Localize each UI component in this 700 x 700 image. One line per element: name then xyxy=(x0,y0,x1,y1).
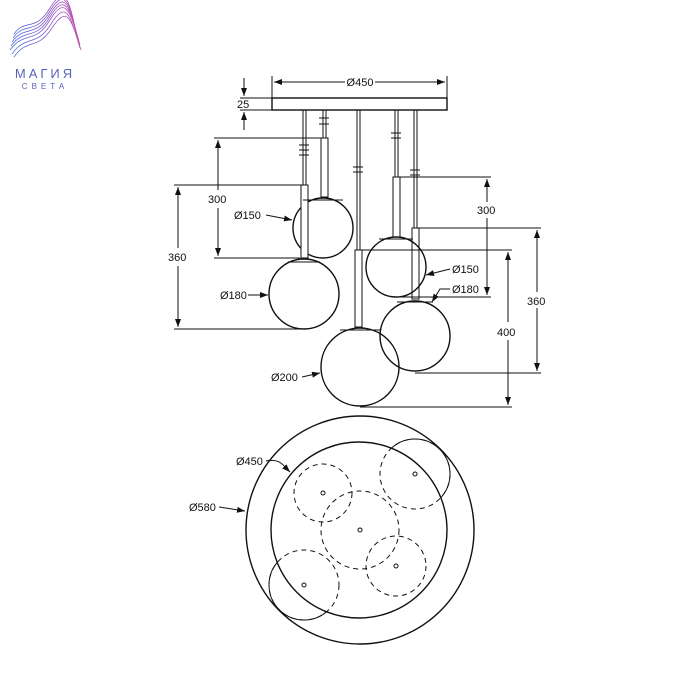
globe-label: Ø180 xyxy=(452,284,479,296)
side-view: Ø450 25 xyxy=(168,76,545,408)
globe-labels: Ø150 Ø180 Ø200 Ø150 Ø180 xyxy=(220,210,479,384)
top-view: Ø450 Ø580 xyxy=(189,415,475,645)
globe-projections xyxy=(268,438,451,621)
globe-label: Ø200 xyxy=(271,372,298,384)
left-small-drop-label: 300 xyxy=(208,194,226,206)
right-large-drop-label: 360 xyxy=(527,296,545,308)
globe-180-right xyxy=(379,300,451,372)
canopy-outline xyxy=(270,441,448,619)
globe-200-center xyxy=(320,327,400,407)
drop-dimensions: 300 360 300 360 400 xyxy=(168,137,545,408)
globe-label: Ø150 xyxy=(234,210,261,222)
logo-text-sub: СВЕТА xyxy=(21,82,69,91)
globe-180-left xyxy=(268,258,340,330)
overall-outline xyxy=(245,415,475,645)
right-small-drop-label: 300 xyxy=(477,205,495,217)
canopy-height-dimension: 25 xyxy=(237,78,272,130)
logo-wave-icon xyxy=(9,0,82,58)
globe-150-right xyxy=(365,236,427,298)
globe-label: Ø180 xyxy=(220,290,247,302)
logo-text-main: МАГИЯ xyxy=(14,66,76,81)
globe-label: Ø150 xyxy=(452,264,479,276)
canopy-width-dimension: Ø450 xyxy=(271,76,448,98)
overall-diameter-label: Ø580 xyxy=(189,502,216,514)
left-large-drop-label: 360 xyxy=(168,252,186,264)
globe-150-left xyxy=(292,197,354,259)
canopy-diameter-label: Ø450 xyxy=(347,77,374,89)
pendant-rods xyxy=(299,110,420,328)
center-drop-label: 400 xyxy=(497,327,515,339)
globes xyxy=(268,184,451,407)
canopy-height-label: 25 xyxy=(237,99,249,111)
canopy xyxy=(271,97,448,111)
top-canopy-diameter-label: Ø450 xyxy=(236,456,263,468)
